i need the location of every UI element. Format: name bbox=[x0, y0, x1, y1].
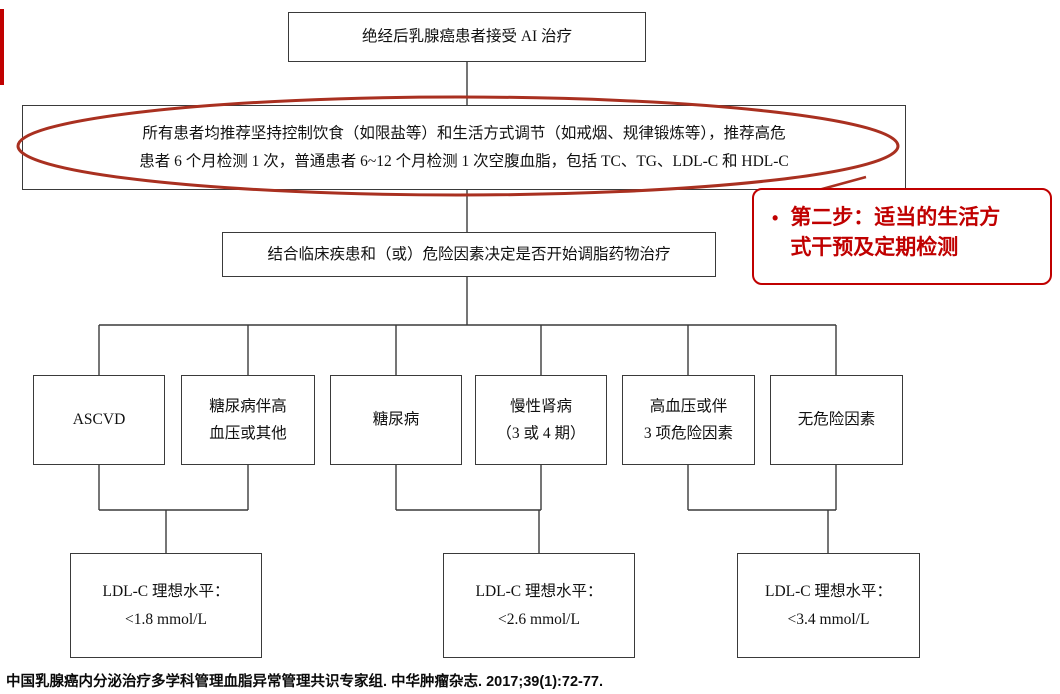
risk-box-hypertension-3-factors-label: 高血压或伴 3 项危险因素 bbox=[643, 397, 734, 442]
lifestyle-recommendation-box: 所有患者均推荐坚持控制饮食（如限盐等）和生活方式调节（如戒烟、规律锻炼等），推荐… bbox=[22, 105, 906, 190]
risk-box-no-risk-factors-label: 无危险因素 bbox=[797, 411, 876, 429]
risk-box-chronic-kidney-disease: 慢性肾病 （3 或 4 期） bbox=[475, 375, 607, 465]
ldl-target-box-3-4-label: LDL-C 理想水平： <3.4 mmol/L bbox=[764, 583, 892, 628]
risk-box-no-risk-factors: 无危险因素 bbox=[770, 375, 903, 465]
annotation-text: 第二步：适当的生活方式干预及定期检测 bbox=[790, 206, 1001, 260]
annotation-callout: • 第二步：适当的生活方式干预及定期检测 bbox=[752, 188, 1052, 285]
risk-box-diabetes: 糖尿病 bbox=[330, 375, 462, 465]
slide-edge-accent bbox=[0, 9, 4, 85]
lifestyle-recommendation-label: 所有患者均推荐坚持控制饮食（如限盐等）和生活方式调节（如戒烟、规律锻炼等），推荐… bbox=[139, 125, 789, 170]
risk-box-hypertension-3-factors: 高血压或伴 3 项危险因素 bbox=[622, 375, 755, 465]
citation-text: 中国乳腺癌内分泌治疗多学科管理血脂异常管理共识专家组. 中华肿瘤杂志. 2017… bbox=[6, 674, 603, 690]
ldl-target-box-1-8-label: LDL-C 理想水平： <1.8 mmol/L bbox=[102, 583, 230, 628]
risk-box-ascvd-label: ASCVD bbox=[72, 411, 126, 429]
risk-box-chronic-kidney-disease-label: 慢性肾病 （3 或 4 期） bbox=[496, 397, 586, 442]
top-box-ai-therapy: 绝经后乳腺癌患者接受 AI 治疗 bbox=[288, 12, 646, 62]
ldl-target-box-3-4: LDL-C 理想水平： <3.4 mmol/L bbox=[737, 553, 920, 658]
bullet-icon: • bbox=[772, 208, 779, 228]
decision-box-label: 结合临床疾患和（或）危险因素决定是否开始调脂药物治疗 bbox=[267, 245, 671, 263]
risk-box-ascvd: ASCVD bbox=[33, 375, 165, 465]
risk-box-diabetes-hypertension-label: 糖尿病伴高 血压或其他 bbox=[209, 397, 287, 442]
risk-box-diabetes-label: 糖尿病 bbox=[372, 411, 420, 429]
decision-box-lipid-therapy: 结合临床疾患和（或）危险因素决定是否开始调脂药物治疗 bbox=[222, 232, 716, 277]
ldl-target-box-2-6-label: LDL-C 理想水平： <2.6 mmol/L bbox=[475, 583, 603, 628]
ldl-target-box-2-6: LDL-C 理想水平： <2.6 mmol/L bbox=[443, 553, 635, 658]
risk-box-diabetes-hypertension: 糖尿病伴高 血压或其他 bbox=[181, 375, 315, 465]
ldl-target-box-1-8: LDL-C 理想水平： <1.8 mmol/L bbox=[70, 553, 262, 658]
top-box-label: 绝经后乳腺癌患者接受 AI 治疗 bbox=[361, 28, 573, 46]
